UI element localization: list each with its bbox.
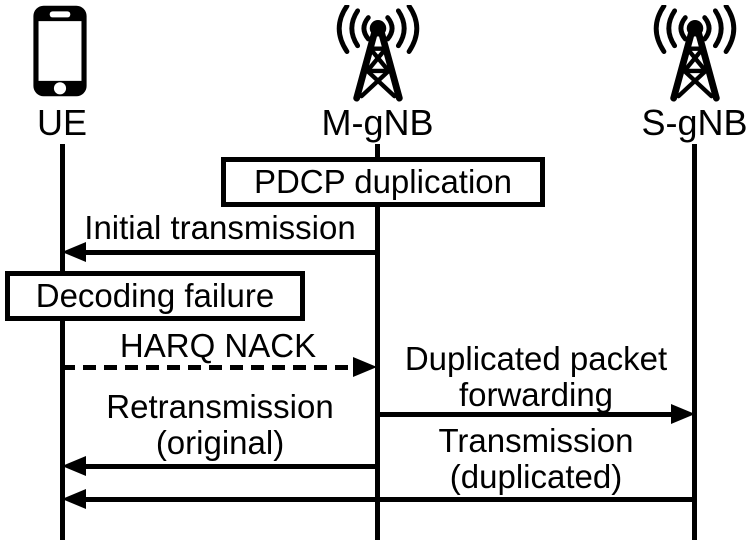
- msg-duplicated-packet-forwarding-line: [377, 412, 671, 417]
- msg-initial-transmission-arrowhead: [62, 242, 86, 262]
- pdcp-duplication-label: PDCP duplication: [253, 163, 513, 200]
- decoding-failure-label: Decoding failure: [35, 277, 275, 314]
- msg-retransmission-original-line: [78, 464, 375, 469]
- lifeline-ue: [60, 144, 65, 540]
- msg-retransmission-original-arrowhead: [62, 456, 86, 476]
- msg-duplicated-packet-forwarding-label: Duplicated packet forwarding: [404, 340, 668, 413]
- entity-label-mgnb: M-gNB: [321, 102, 434, 143]
- decoding-failure-box: Decoding failure: [5, 271, 305, 321]
- msg-retransmission-original-label: Retransmission (original): [106, 388, 334, 461]
- msg-transmission-duplicated-arrowhead: [62, 489, 86, 509]
- cell-tower-icon: [323, 5, 433, 102]
- msg-transmission-duplicated-label: Transmission (duplicated): [438, 422, 634, 495]
- lifeline-mgnb: [375, 144, 380, 540]
- smartphone-icon: [32, 4, 88, 98]
- msg-initial-transmission-label: Initial transmission: [84, 209, 356, 246]
- msg-harq-nack-label: HARQ NACK: [119, 327, 317, 364]
- pdcp-duplication-box: PDCP duplication: [221, 157, 545, 207]
- msg-initial-transmission-line: [78, 250, 375, 255]
- cell-tower-icon: [640, 5, 750, 102]
- entity-label-sgnb: S-gNB: [641, 102, 748, 143]
- msg-harq-nack-arrowhead: [353, 357, 377, 377]
- entity-label-ue: UE: [36, 102, 87, 143]
- msg-harq-nack-line: [62, 365, 353, 370]
- msg-duplicated-packet-forwarding-arrowhead: [671, 404, 695, 424]
- msg-transmission-duplicated-line: [78, 497, 695, 502]
- lifeline-sgnb: [692, 144, 697, 540]
